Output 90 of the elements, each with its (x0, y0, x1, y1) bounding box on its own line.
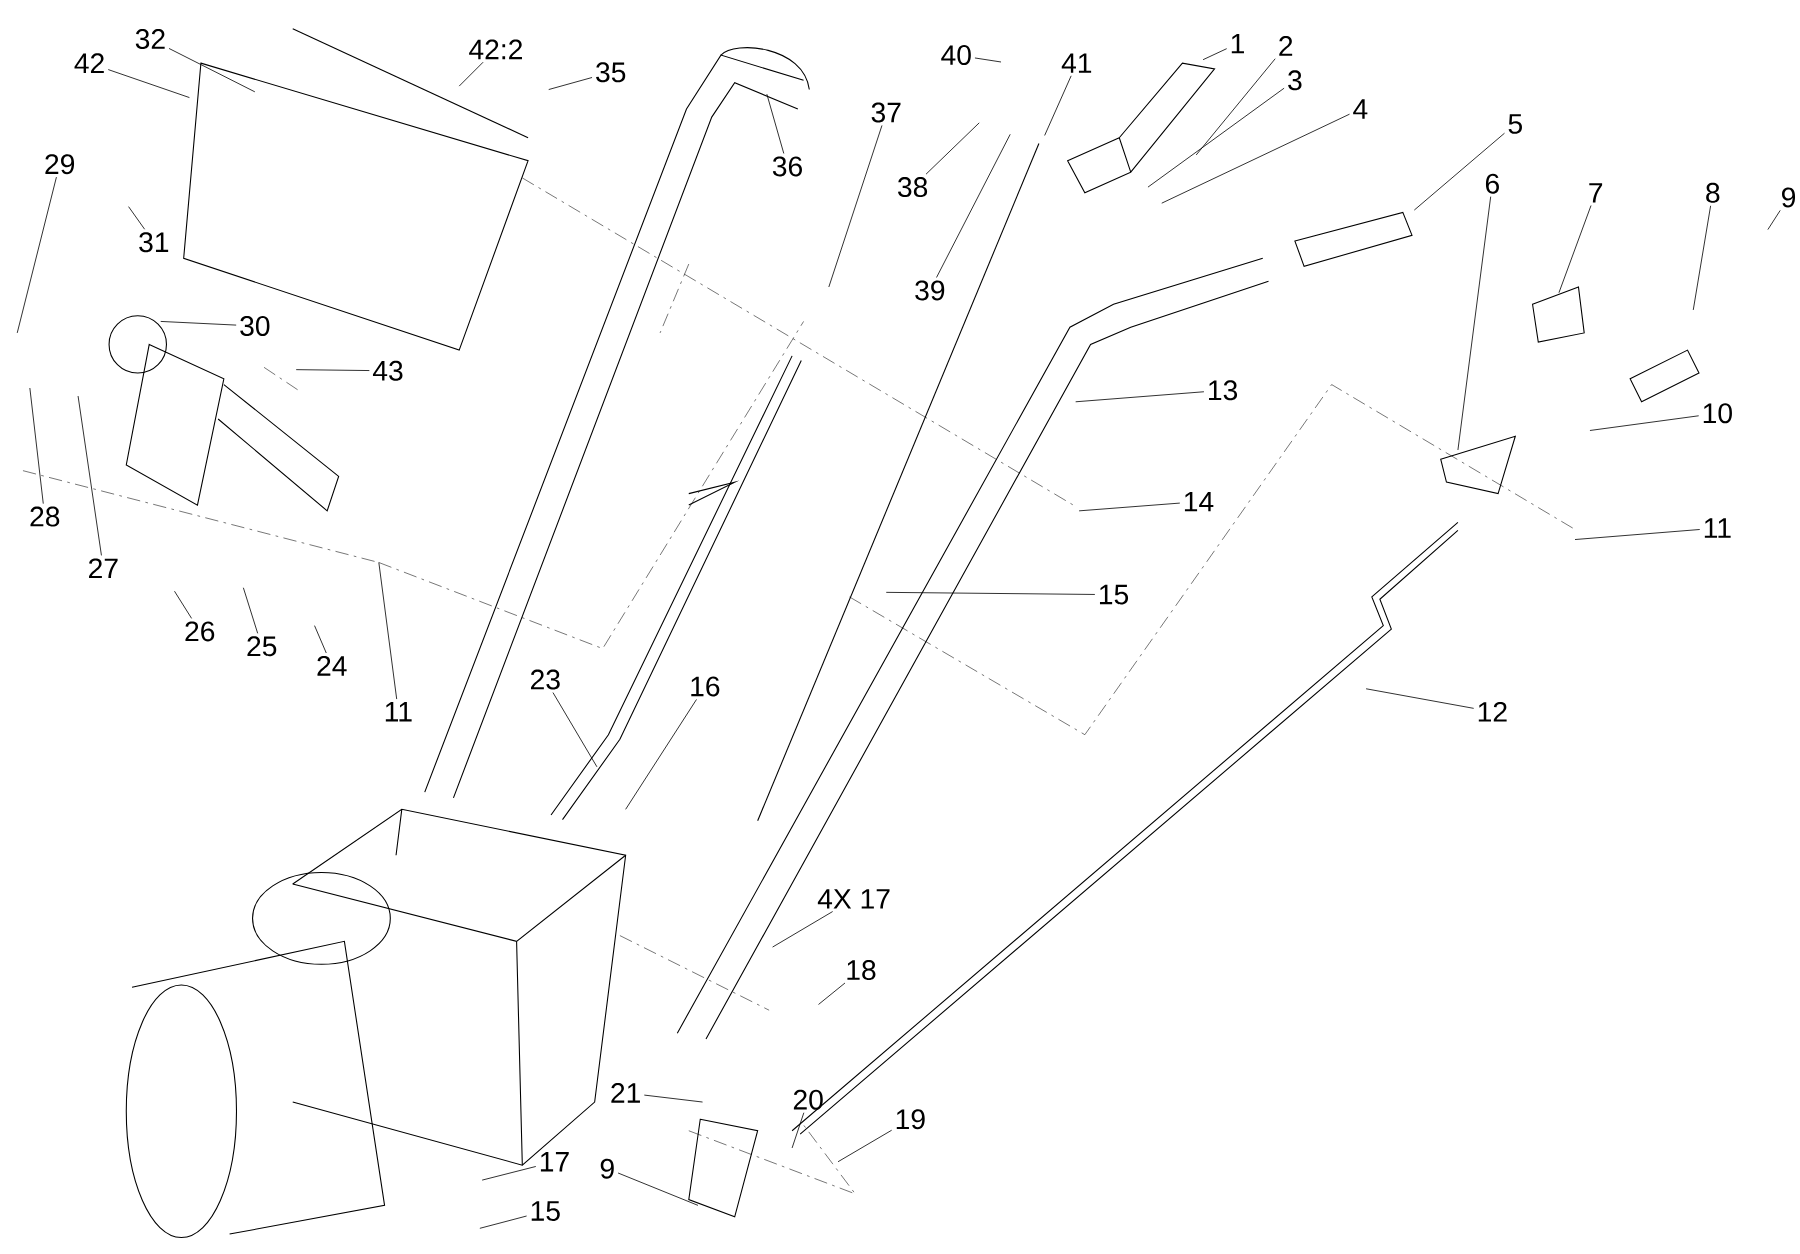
callout-number: 11 (1704, 518, 1731, 538)
leader-line (1574, 529, 1701, 541)
callout-number: 17 (540, 1152, 569, 1172)
leader-line (1558, 205, 1592, 294)
callout-number: 41 (1061, 53, 1092, 74)
leader-line (168, 48, 256, 93)
leader-line (1413, 133, 1505, 211)
callout-number: 15 (531, 1201, 560, 1222)
leader-line (160, 321, 237, 326)
callout-number: 42:2 (469, 39, 522, 60)
leader-line (77, 395, 102, 557)
leader-line (458, 62, 484, 87)
leader-line (479, 1215, 528, 1229)
leader-line (295, 369, 370, 372)
leader-line (1692, 205, 1711, 311)
leader-line (643, 1094, 703, 1103)
callout-number: 12 (1478, 702, 1507, 722)
callout-number: 1 (1231, 34, 1244, 54)
leader-line (766, 93, 785, 155)
leader-line (791, 1112, 805, 1149)
leader-line (1589, 415, 1700, 432)
leader-line (1202, 48, 1228, 61)
leader-line (837, 1130, 893, 1163)
leader-line (617, 1172, 699, 1206)
callout-number: 39 (915, 280, 945, 301)
callout-number: 24 (317, 656, 347, 676)
callout-number: 19 (896, 1109, 925, 1130)
leader-line (1044, 75, 1072, 137)
leader-line (481, 1166, 537, 1181)
callout-number: 30 (240, 316, 270, 337)
leader-line (1075, 391, 1205, 403)
leader-line (107, 69, 190, 99)
callout-number: 37 (871, 102, 901, 123)
leader-line (314, 625, 327, 654)
callout-number: 4 (1353, 99, 1368, 119)
leader-line (936, 134, 1011, 279)
callout-number: 10 (1703, 403, 1732, 424)
leader-line (242, 587, 259, 634)
callout-number: 27 (89, 558, 118, 579)
callout-number: 9 (1782, 187, 1796, 208)
leader-line (625, 699, 697, 810)
leader-line (1161, 114, 1350, 204)
callout-number: 16 (691, 676, 720, 697)
callout-number: 32 (135, 29, 165, 50)
leader-line (772, 911, 834, 948)
leader-line (128, 206, 146, 230)
callout-number: 35 (596, 62, 626, 83)
leader-line (174, 591, 192, 620)
leader-line (828, 125, 883, 288)
callout-number: 26 (185, 621, 215, 642)
callout-number: 3 (1288, 70, 1302, 91)
callout-number: 7 (1589, 183, 1603, 203)
callout-number: 11 (385, 702, 412, 722)
callout-number: 23 (531, 669, 560, 690)
callout-number: 8 (1706, 183, 1720, 204)
callout-number: 28 (30, 506, 60, 527)
leader-line (885, 592, 1096, 596)
leader-line (1365, 688, 1475, 709)
leader-line (29, 387, 44, 505)
leader-line (1457, 196, 1492, 451)
callout-number: 2 (1279, 36, 1293, 56)
callout-number: 42 (74, 53, 104, 74)
callout-number: 9 (600, 1158, 614, 1179)
callout-number: 6 (1485, 173, 1499, 194)
callout-number: 36 (772, 156, 802, 177)
callout-number: 21 (611, 1083, 640, 1103)
leader-line (1078, 502, 1181, 512)
leader-line (378, 562, 398, 700)
leader-line (925, 122, 980, 175)
leader-line (552, 692, 598, 768)
callout-number: 31 (139, 232, 169, 253)
callout-number: 15 (1100, 585, 1129, 605)
callout-number: 38 (898, 177, 928, 198)
callout-number: 5 (1508, 114, 1522, 135)
leader-line (548, 77, 593, 91)
callout-number: 29 (45, 154, 75, 175)
callout-number: 18 (847, 960, 876, 981)
leader-line (1767, 210, 1781, 231)
leader-line (1195, 58, 1276, 156)
callout-number: 43 (372, 361, 403, 381)
callout-number: 4X 17 (817, 889, 890, 909)
callout-number: 20 (793, 1089, 823, 1110)
callout-number: 14 (1184, 492, 1214, 512)
callout-number: 13 (1209, 380, 1238, 401)
leader-line (16, 176, 57, 334)
leader-line (1147, 88, 1285, 188)
leader-line (818, 982, 846, 1006)
callout-number: 40 (941, 45, 971, 66)
callout-number: 25 (247, 636, 277, 657)
leader-line (974, 57, 1002, 63)
